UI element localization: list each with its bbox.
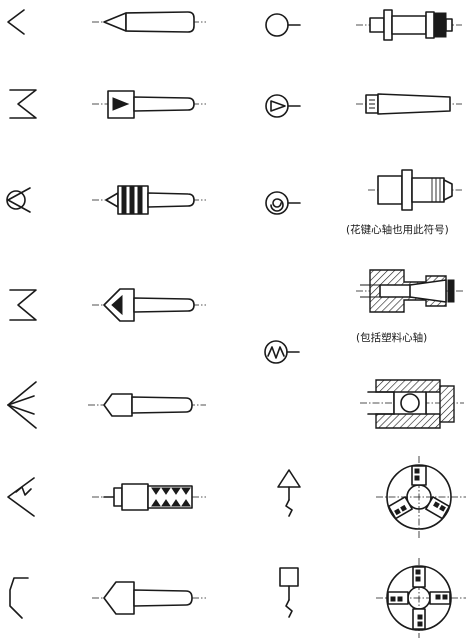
square-on-stem-symbol — [279, 567, 299, 618]
four-jaw-chuck-figure — [376, 558, 466, 638]
collet-chuck-section — [360, 379, 464, 429]
inner-center-figure — [92, 90, 206, 119]
expanding-mandrel-section — [356, 269, 464, 313]
stepped-mandrel-figure — [368, 169, 462, 211]
symbol-inner-center — [9, 89, 37, 119]
face-driver-figure — [92, 483, 206, 511]
symbol-stepped-center — [9, 577, 29, 619]
symbol-serrated-center — [7, 381, 37, 429]
fixed-center-figure — [92, 11, 206, 33]
plastic-mandrel-caption: (包括塑料心轴) — [356, 332, 428, 344]
symbol-serrated-face-driver — [7, 477, 35, 517]
mandrel-with-nut-figure — [356, 9, 462, 41]
tapered-mandrel-figure — [356, 93, 462, 115]
stepped-center-figure — [92, 581, 206, 615]
outer-center-figure — [92, 288, 206, 322]
rotating-center-figure — [92, 185, 206, 215]
triangle-in-circle-symbol — [265, 94, 301, 118]
symbol-fixed-center — [7, 9, 25, 35]
zigzag-in-circle-symbol — [264, 340, 300, 364]
symbol-rotating-center — [6, 187, 31, 213]
spiral-in-circle-symbol — [265, 191, 301, 215]
triangle-on-stem-symbol — [277, 469, 301, 517]
circle-symbol — [265, 13, 301, 37]
serrated-center-figure — [88, 393, 206, 417]
spline-mandrel-caption: (花键心轴也用此符号) — [346, 224, 449, 236]
three-jaw-chuck-figure — [376, 456, 466, 540]
symbol-outer-center — [9, 289, 37, 321]
